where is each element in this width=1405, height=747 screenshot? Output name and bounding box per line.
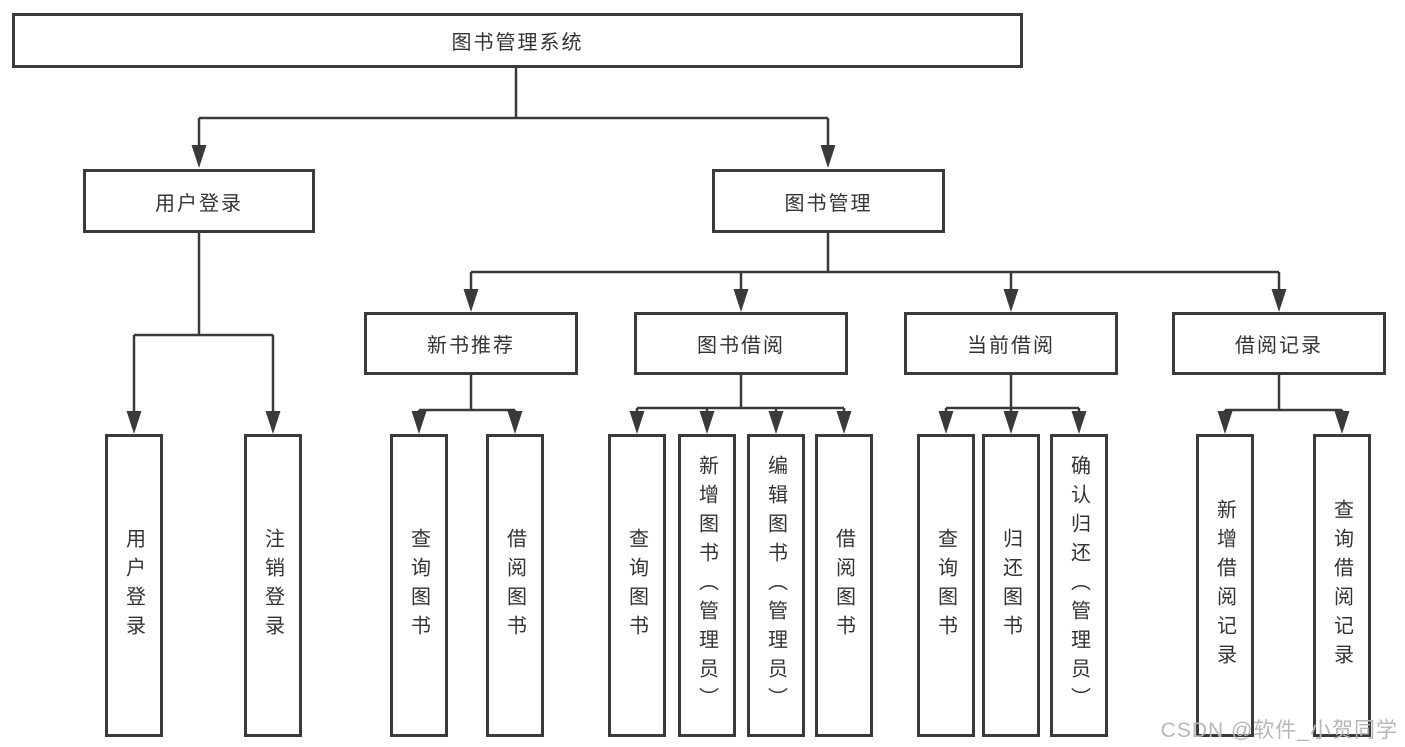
node-label: 查询借阅记录 [1330,498,1353,673]
leaf-add-books-admin: 新增图书（管理员） [678,434,736,737]
node-book-management: 图书管理 [712,169,945,233]
node-label: 图书管理系统 [451,32,584,54]
node-label: 用户登录 [122,527,145,644]
node-label: 借阅图书 [832,527,855,644]
leaf-query-books-recommend: 查询图书 [390,434,448,737]
node-label: 注销登录 [261,527,284,644]
node-label: 查询图书 [407,527,430,644]
leaf-borrow-books-recommend: 借阅图书 [486,434,544,737]
node-label: 归还图书 [999,527,1022,644]
node-borrowing-records: 借阅记录 [1172,312,1386,375]
node-book-borrowing: 图书借阅 [634,312,848,375]
node-user-login: 用户登录 [83,169,315,233]
node-new-book-recommendation: 新书推荐 [364,312,578,375]
node-label: 新增图书（管理员） [695,455,718,716]
node-label: 编辑图书（管理员） [764,455,787,716]
node-label: 新增借阅记录 [1213,498,1236,673]
leaf-borrow-books-borrowing: 借阅图书 [815,434,873,737]
node-label: 当前借阅 [967,335,1055,357]
node-current-borrowing: 当前借阅 [904,312,1118,375]
node-label: 借阅图书 [503,527,526,644]
node-label: 图书借阅 [697,335,785,357]
leaf-query-books-borrowing: 查询图书 [608,434,666,737]
arrowheads [126,145,1350,434]
leaf-query-books-current: 查询图书 [917,434,975,737]
leaf-add-borrow-record: 新增借阅记录 [1196,434,1254,737]
leaf-confirm-return-admin: 确认归还（管理员） [1050,434,1108,737]
node-label: 查询图书 [934,527,957,644]
leaf-logout: 注销登录 [244,434,302,737]
node-label: 借阅记录 [1235,335,1323,357]
node-label: 新书推荐 [427,335,515,357]
node-library-management-system: 图书管理系统 [12,13,1023,68]
leaf-user-login: 用户登录 [105,434,163,737]
node-label: 用户登录 [155,192,243,215]
watermark: CSDN @软件_小贺同学 [1160,719,1398,742]
leaf-return-books: 归还图书 [982,434,1040,737]
node-label: 确认归还（管理员） [1067,455,1090,716]
leaf-query-borrow-record: 查询借阅记录 [1313,434,1371,737]
leaf-edit-books-admin: 编辑图书（管理员） [747,434,805,737]
node-label: 查询图书 [625,527,648,644]
node-label: 图书管理 [784,192,873,215]
